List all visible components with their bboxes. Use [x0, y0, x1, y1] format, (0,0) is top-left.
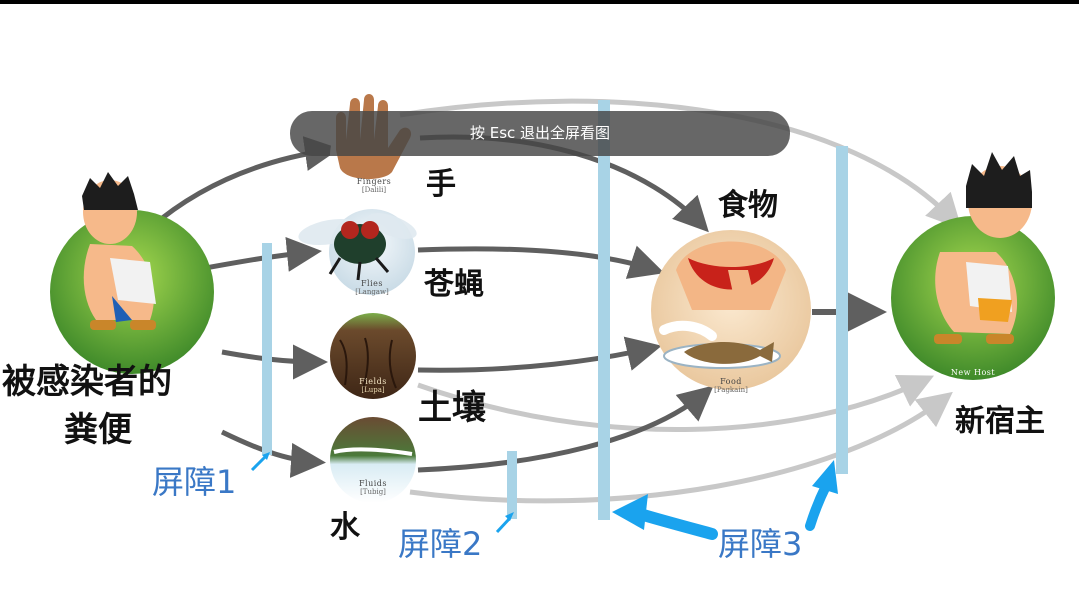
food-caption-sub: [Pagkain]	[714, 386, 748, 394]
flies-caption-sub: [Langaw]	[355, 288, 389, 296]
flies-illustration	[298, 209, 417, 295]
fluids-caption-sub: [Tubig]	[360, 488, 386, 496]
host-caption: New Host	[938, 369, 1008, 377]
arrow-source-to-fingers	[148, 136, 340, 230]
top-border	[0, 0, 1079, 4]
source-person-illustration	[50, 172, 214, 374]
new-host-illustration	[891, 152, 1055, 380]
barrier-bar-2b	[598, 100, 610, 520]
source-label-line2: 粪便	[64, 410, 132, 450]
barrier-label-1: 屏障1	[152, 463, 237, 501]
fluids-caption-en: Fluids	[358, 479, 388, 488]
pointer-arrow-3b	[805, 481, 831, 531]
fingers-caption: Fingers [Dalili]	[344, 177, 404, 195]
source-label-line1: 被感染者的	[2, 362, 172, 402]
pointer-arrow-2	[495, 516, 512, 534]
food-caption: Food [Pagkain]	[701, 377, 761, 395]
fingers-caption-en: Fingers	[356, 177, 392, 186]
fields-caption-sub: [Lupa]	[361, 386, 385, 394]
flies-caption-en: Flies	[360, 279, 383, 288]
food-label: 食物	[718, 188, 778, 223]
fields-label: 土壤	[418, 388, 486, 428]
fingers-label: 手	[426, 167, 456, 202]
barrier-pointers	[250, 452, 838, 540]
fluids-label: 水	[330, 510, 360, 545]
pointer-arrow-1	[250, 454, 268, 472]
exit-fullscreen-toast: 按 Esc 退出全屏看图	[290, 111, 790, 156]
barrier-bars	[262, 100, 848, 520]
barrier-bar-3	[836, 146, 848, 474]
arrow-fluids-to-host	[409, 391, 953, 504]
barrier-label-3: 屏障3	[718, 525, 803, 563]
host-caption-en: New Host	[950, 368, 996, 377]
arrow-flies-to-food	[417, 245, 665, 279]
arrow-fluids-to-food	[417, 385, 714, 473]
food-illustration	[651, 230, 811, 390]
fields-caption-en: Fields	[359, 377, 387, 386]
fluids-illustration	[330, 417, 416, 503]
flies-label: 苍蝇	[424, 267, 484, 302]
flies-caption: Flies [Langaw]	[342, 279, 402, 297]
barrier-bar-1	[262, 243, 272, 455]
host-label: 新宿主	[955, 404, 1045, 439]
arrow-fields-to-food	[417, 336, 662, 373]
fields-caption: Fields [Lupa]	[343, 377, 403, 395]
fluids-caption: Fluids [Tubig]	[343, 479, 403, 497]
pointer-arrow-3a	[634, 508, 718, 540]
fingers-caption-sub: [Dalili]	[361, 186, 387, 194]
arrow-source-to-flies	[204, 236, 322, 272]
barrier-bar-2	[507, 451, 517, 519]
food-caption-en: Food	[720, 377, 742, 386]
barrier-label-2: 屏障2	[398, 525, 483, 563]
fields-illustration	[330, 313, 416, 399]
arrow-fields-to-host	[417, 375, 935, 433]
